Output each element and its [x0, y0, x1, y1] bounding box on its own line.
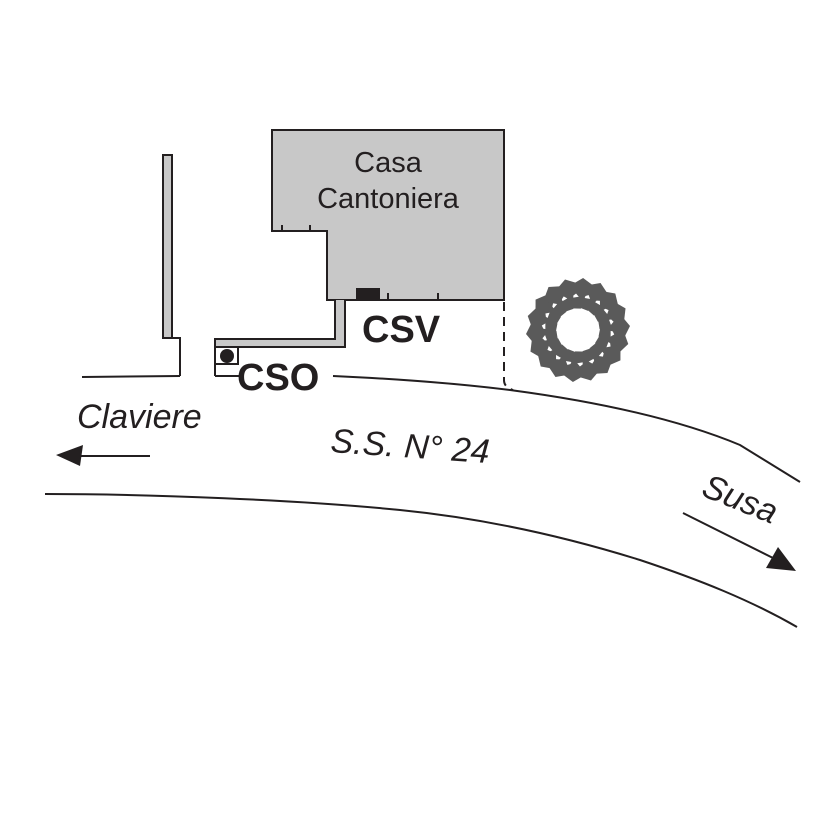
building-label-line1: Casa [354, 147, 423, 179]
building-label-line2: Cantoniera [317, 183, 460, 215]
tree-leaf [606, 300, 626, 331]
tree-leaf [550, 344, 571, 359]
cso-label: CSO [237, 357, 319, 399]
wall [162, 154, 173, 339]
building-ticks [281, 225, 439, 300]
tree-icon [526, 278, 630, 382]
tree-leaf [585, 301, 606, 316]
road-edge-north [81, 375, 801, 483]
road-name-label: S.S. N° 24 [329, 422, 490, 471]
tree-leaf [545, 316, 558, 334]
arrow-left-icon [56, 445, 150, 466]
tree-leaf [597, 318, 614, 332]
road-edge-south [44, 493, 798, 628]
susa-label: Susa [697, 467, 783, 531]
claviere-label: Claviere [77, 398, 202, 436]
arrow-right-icon [682, 512, 796, 571]
tree-leaf [559, 349, 578, 363]
tree-leaf [578, 297, 597, 311]
tree-leaf [526, 314, 546, 346]
wall-base [172, 337, 181, 376]
conduit [214, 300, 346, 348]
dashed-boundary [503, 302, 514, 391]
rect-sensor-icon [356, 288, 380, 300]
csv-label: CSV [362, 309, 441, 351]
circle-sensor-icon [220, 349, 234, 363]
building-casa-cantoniera [271, 129, 505, 301]
